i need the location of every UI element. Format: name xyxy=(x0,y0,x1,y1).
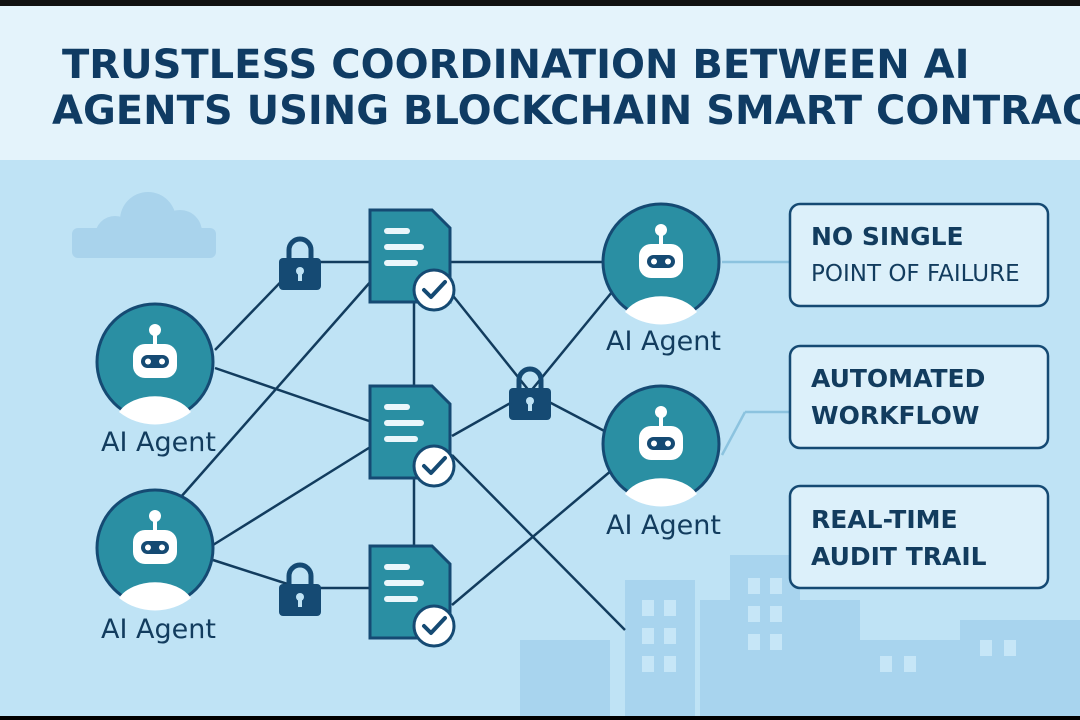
feature-line-2: AUDIT TRAIL xyxy=(811,542,987,571)
robot-icon xyxy=(119,324,191,425)
cloud-icon xyxy=(72,192,216,258)
robot-icon xyxy=(625,406,697,507)
page-title-line-1: TRUSTLESS COORDINATION BETWEEN AI xyxy=(62,42,969,88)
ai-agent-node-right-top xyxy=(601,202,721,325)
city-skyline-icon xyxy=(520,555,1080,716)
ai-agent-node-left-top xyxy=(95,302,215,425)
padlock-icon xyxy=(509,366,551,420)
robot-icon xyxy=(119,510,191,611)
robot-icon xyxy=(625,224,697,325)
feature-line-2: POINT OF FAILURE xyxy=(811,261,1020,287)
ai-agent-node-right-bottom xyxy=(601,384,721,507)
feature-line-1: REAL-TIME xyxy=(811,505,958,534)
feature-line-1: AUTOMATED xyxy=(811,364,985,393)
header-band xyxy=(0,6,1080,160)
smart-contract-2 xyxy=(368,384,456,488)
padlock-icon xyxy=(279,236,321,290)
skyline-windows xyxy=(642,578,1016,672)
feature-box-automated-workflow: AUTOMATED WORKFLOW xyxy=(788,344,1050,450)
feature-box-real-time-audit-trail: REAL-TIME AUDIT TRAIL xyxy=(788,484,1050,590)
agent-label-left-top: AI Agent xyxy=(101,427,216,458)
feature-line-1: NO SINGLE xyxy=(811,222,964,251)
smart-contract-1 xyxy=(368,208,456,312)
ai-agent-node-left-bottom xyxy=(95,488,215,611)
checkmark-icon xyxy=(412,268,456,312)
checkmark-icon xyxy=(412,604,456,648)
checkmark-icon xyxy=(412,444,456,488)
agent-label-left-bottom: AI Agent xyxy=(101,614,216,645)
feature-box-no-single-point-of-failure: NO SINGLE POINT OF FAILURE xyxy=(788,202,1050,308)
feature-line-2: WORKFLOW xyxy=(811,401,979,430)
smart-contract-3 xyxy=(368,544,456,648)
page-title-line-2: AGENTS USING BLOCKCHAIN SMART CONTRACTS xyxy=(52,88,1080,134)
agent-label-right-top: AI Agent xyxy=(606,326,721,357)
padlock-icon xyxy=(279,562,321,616)
agent-label-right-bottom: AI Agent xyxy=(606,510,721,541)
